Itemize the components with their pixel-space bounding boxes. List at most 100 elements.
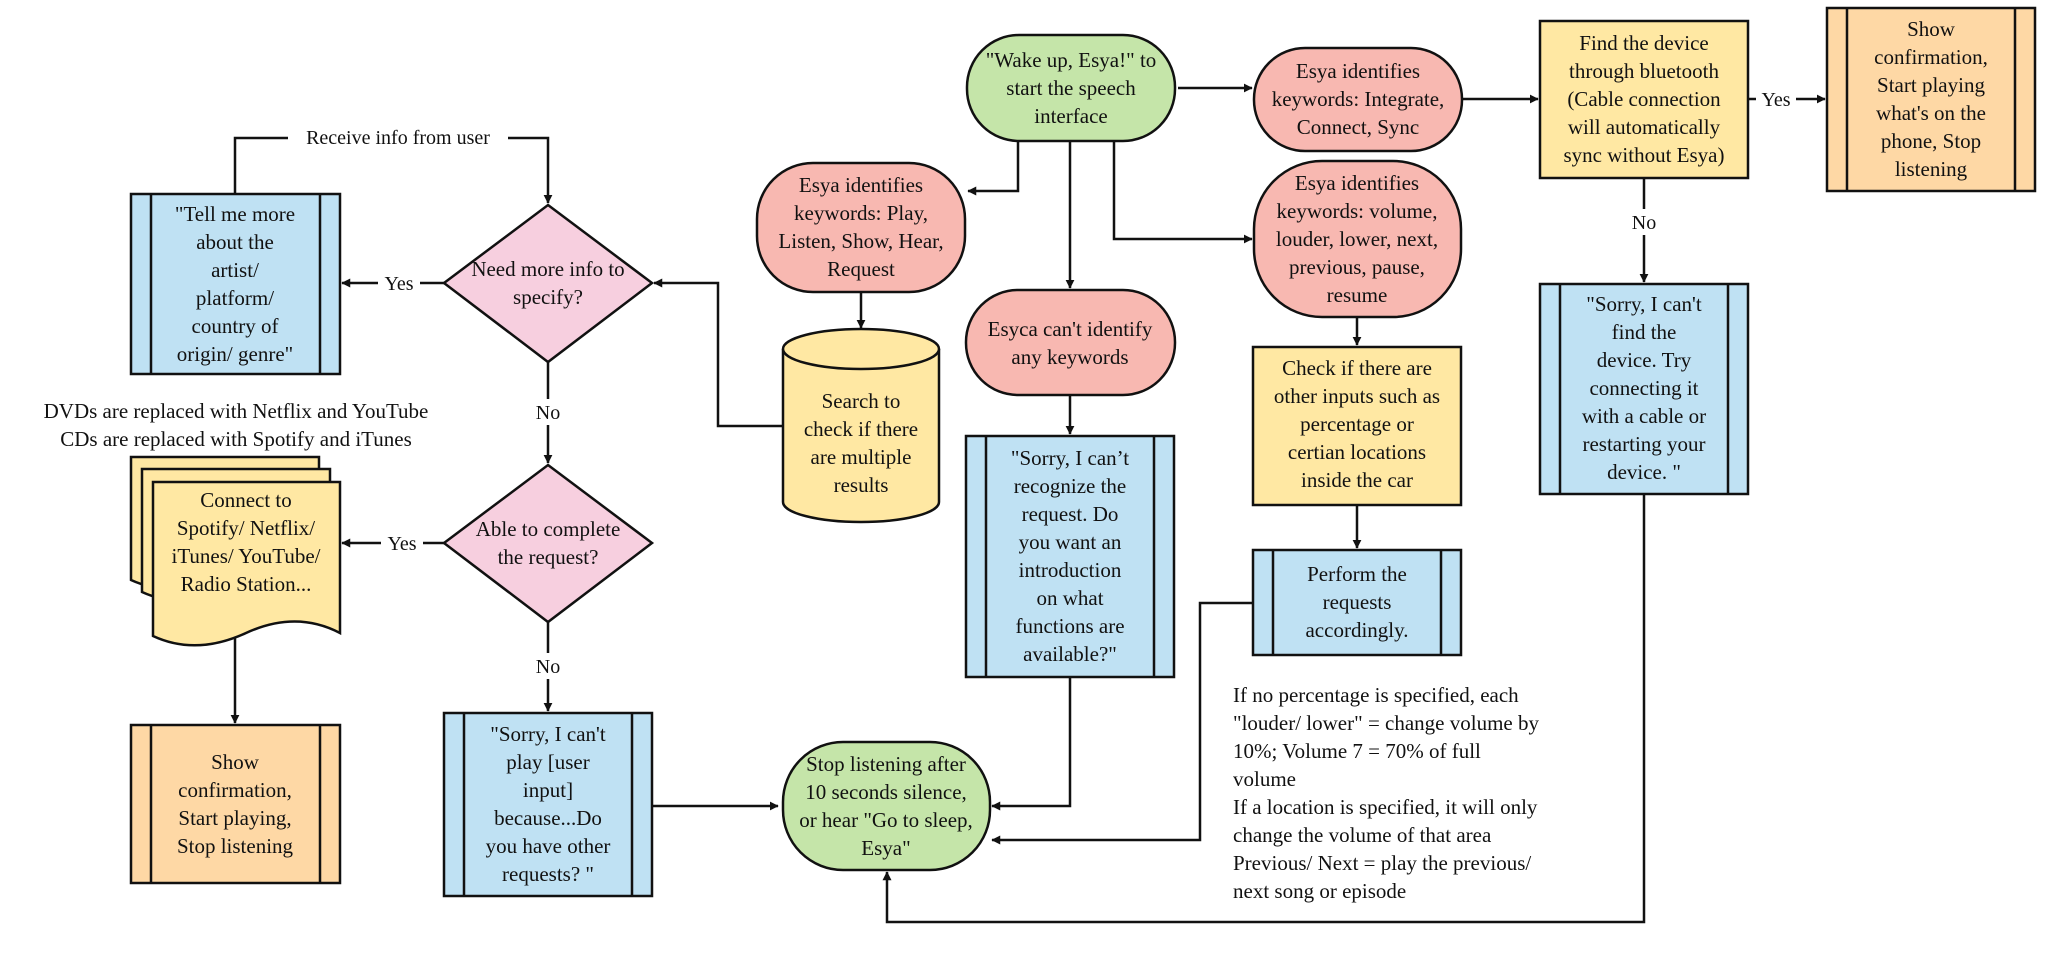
text-line: Start playing,: [178, 806, 291, 830]
note-line: 10%; Volume 7 = 70% of full: [1233, 739, 1481, 763]
label-no-device: No: [1632, 212, 1656, 234]
text-line: because...Do: [494, 806, 602, 830]
note-line: Previous/ Next = play the previous/: [1233, 851, 1531, 875]
text-line: 10 seconds silence,: [805, 780, 967, 804]
text-line: you have other: [486, 834, 611, 858]
text-line: Able to complete: [476, 517, 621, 541]
text-line: introduction: [1019, 558, 1122, 582]
text-line: Show: [211, 750, 260, 774]
text-line: Stop listening: [177, 834, 294, 858]
edge-wake-to-volume: [1112, 141, 1253, 244]
text-line: "Sorry, I can't: [1586, 292, 1702, 316]
text-line: requests? ": [502, 862, 594, 886]
text-line: requests: [1323, 590, 1392, 614]
text-line: any keywords: [1011, 345, 1128, 369]
note-volume-rules: If no percentage is specified, each "loud…: [1233, 683, 1539, 903]
note-line: change the volume of that area: [1233, 823, 1492, 847]
text-line: Request: [827, 257, 895, 281]
node-keywords-none: Esyca can't identify any keywords: [964, 288, 1177, 397]
text-line: device. ": [1607, 460, 1681, 484]
text-line: keywords: Play,: [794, 201, 928, 225]
text-line: phone, Stop: [1881, 129, 1981, 153]
text-line: Stop listening after: [806, 752, 966, 776]
text-line: interface: [1034, 104, 1107, 128]
text-line: results: [834, 473, 889, 497]
text-line: Need more info to: [471, 257, 624, 281]
text-line: country of: [192, 314, 279, 338]
text-line: Show: [1907, 17, 1956, 41]
text-line: "Tell me more: [175, 202, 295, 226]
text-line: Esyca can't identify: [988, 317, 1153, 341]
text-line: connecting it: [1589, 376, 1698, 400]
label-yes-device: Yes: [1761, 89, 1790, 111]
text-line: "Wake up, Esya!" to: [986, 48, 1157, 72]
text-line: device. Try: [1597, 348, 1692, 372]
note-line: "louder/ lower" = change volume by: [1233, 711, 1539, 735]
note-line: CDs are replaced with Spotify and iTunes: [60, 427, 412, 451]
edge-sorry-device-to-stop: [882, 494, 1646, 924]
node-need-more-info: Need more info to specify?: [441, 203, 655, 364]
text-line: Connect to: [200, 488, 292, 512]
text-line: restarting your: [1582, 432, 1705, 456]
text-line: play [user: [506, 750, 589, 774]
node-check-inputs: Check if there are other inputs such as pe…: [1251, 345, 1463, 507]
text-line: check if there: [804, 417, 918, 441]
text-line: Spotify/ Netflix/: [177, 516, 315, 540]
text-line: specify?: [513, 285, 583, 309]
text-line: functions are: [1015, 614, 1124, 638]
text-line: about the: [196, 230, 274, 254]
edge-search-to-need-info: [653, 278, 782, 428]
text-line: (Cable connection: [1567, 87, 1721, 111]
label-receive-info: Receive info from user: [306, 127, 490, 149]
text-line: will automatically: [1568, 115, 1721, 139]
note-line: If no percentage is specified, each: [1233, 683, 1519, 707]
text-line: Start playing: [1877, 73, 1985, 97]
label-yes-info: Yes: [384, 273, 413, 295]
text-line: other inputs such as: [1274, 384, 1440, 408]
text-line: Radio Station...: [181, 572, 312, 596]
text-line: artist/: [211, 258, 259, 282]
node-need-more-info-text: Need more info to specify?: [471, 257, 624, 309]
text-line: origin/ genre": [177, 342, 293, 366]
text-line: "Sorry, I can't: [490, 722, 606, 746]
text-line: recognize the: [1014, 474, 1127, 498]
text-line: Connect, Sync: [1297, 115, 1419, 139]
label-yes-complete: Yes: [387, 533, 416, 555]
text-line: Esya": [861, 836, 910, 860]
text-line: sync without Esya): [1564, 143, 1725, 167]
text-line: are multiple: [811, 445, 912, 469]
note-replacements: DVDs are replaced with Netflix and YouTu…: [44, 399, 429, 451]
text-line: percentage or: [1300, 412, 1414, 436]
text-line: you want an: [1019, 530, 1122, 554]
edge-labels: Receive info from user Yes No Yes No Yes…: [288, 86, 1796, 679]
text-line: Perform the: [1307, 562, 1407, 586]
text-line: Check if there are: [1282, 356, 1432, 380]
text-line: through bluetooth: [1569, 59, 1719, 83]
text-line: "Sorry, I can’t: [1011, 446, 1129, 470]
edge-perform-to-stop: [991, 601, 1252, 845]
text-line: Esya identifies: [1295, 171, 1419, 195]
